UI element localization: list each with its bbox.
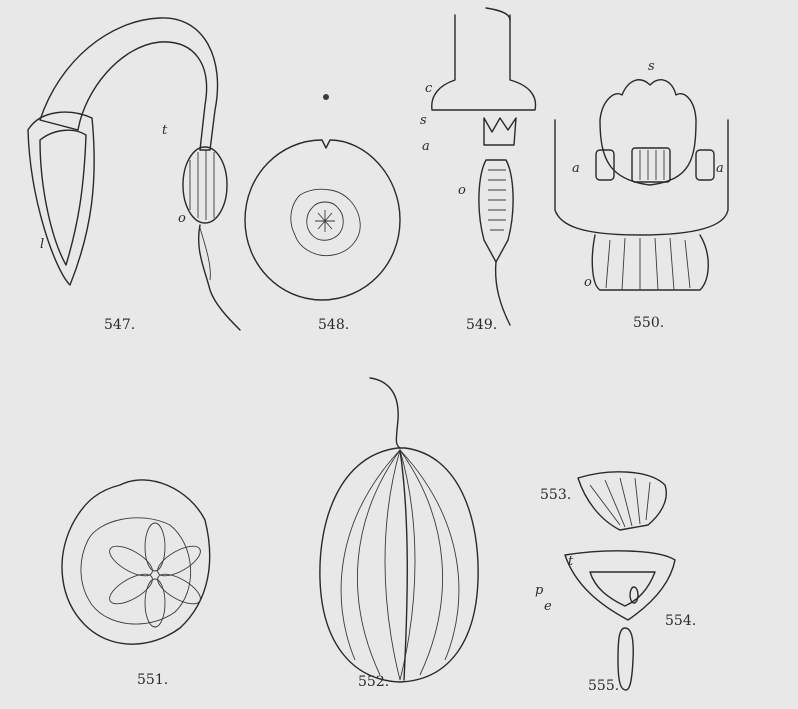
figure-555-drawing <box>618 628 633 690</box>
label-550-o: o <box>584 276 592 289</box>
figure-550-drawing <box>555 80 728 290</box>
label-550-a-left: a <box>572 162 580 175</box>
figure-551-drawing <box>62 480 210 644</box>
figure-554-drawing <box>565 551 675 620</box>
label-547-l: l <box>40 238 44 251</box>
label-550-a-right: a <box>716 162 724 175</box>
label-549-c: c <box>425 82 432 95</box>
figure-number-552: 552. <box>358 675 389 689</box>
label-549-a: a <box>422 140 430 153</box>
figure-number-551: 551. <box>137 673 168 687</box>
figure-548-drawing <box>245 94 400 300</box>
label-550-s: s <box>648 60 655 73</box>
figure-number-549: 549. <box>466 318 497 332</box>
label-549-s: s <box>420 114 427 127</box>
label-547-o: o <box>178 212 186 225</box>
figure-549-drawing <box>432 8 536 325</box>
figure-number-555: 555. <box>588 679 619 693</box>
label-554-e: e <box>544 600 552 613</box>
label-554-p: p <box>535 584 543 597</box>
label-549-o: o <box>458 184 466 197</box>
figure-547-drawing <box>28 18 240 330</box>
figure-number-553: 553. <box>540 488 571 502</box>
label-547-t: t <box>162 124 167 137</box>
figure-number-548: 548. <box>318 318 349 332</box>
figure-553-drawing <box>578 472 666 530</box>
figure-number-547: 547. <box>104 318 135 332</box>
figure-number-554: 554. <box>665 614 696 628</box>
label-554-t: t <box>568 555 573 568</box>
figure-number-550: 550. <box>633 316 664 330</box>
figure-552-drawing <box>320 378 478 682</box>
